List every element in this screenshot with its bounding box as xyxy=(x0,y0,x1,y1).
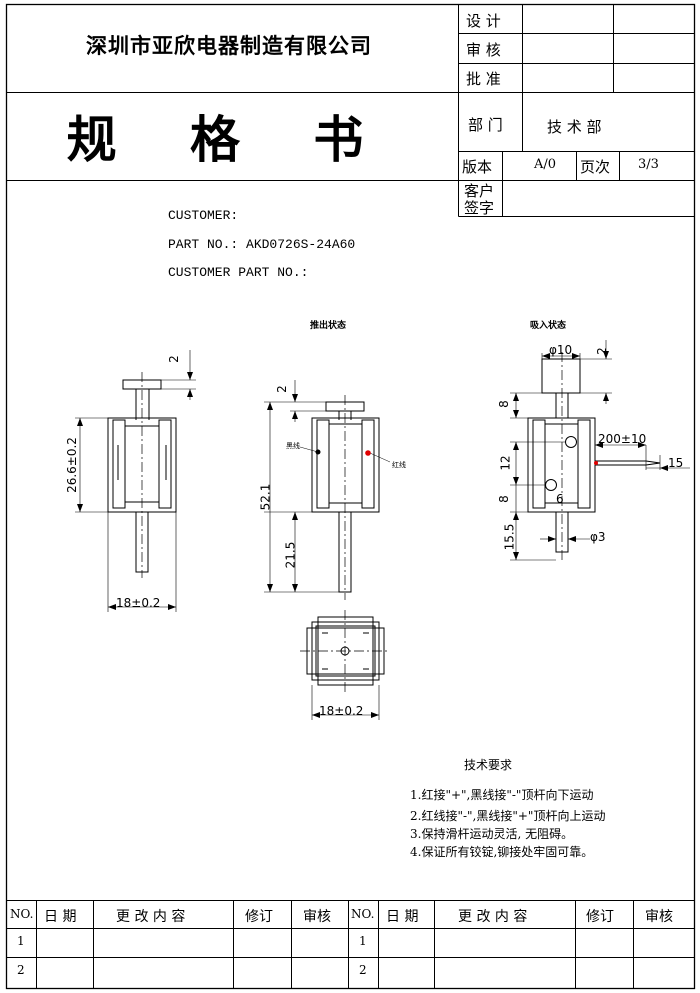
dim-wire-length: 200±10 xyxy=(598,432,647,446)
requirements-title: 技术要求 xyxy=(464,758,513,772)
part-no-line: PART NO.: AKD0726S-24A60 xyxy=(168,237,356,252)
rev-header-review: 审核 xyxy=(303,909,331,925)
requirement-item: 3.保持滑杆运动灵活, 无阻碍。 xyxy=(410,827,574,841)
page-label: 页次 xyxy=(580,158,611,176)
middle-view-arrows xyxy=(267,394,298,592)
dim-right-6: 6 xyxy=(556,492,564,506)
company-name: 深圳市亚欣电器制造有限公司 xyxy=(86,34,372,58)
requirement-item: 1.红接"+",黑线接"-"顶杆向下运动 xyxy=(410,788,594,802)
rev-header-date: 日 期 xyxy=(44,909,77,925)
dim-strip-length: 15 xyxy=(668,456,684,470)
rev-row-1: 1 xyxy=(17,934,25,948)
rev-header-date-2: 日 期 xyxy=(386,909,419,925)
black-wire-label: 黑线 xyxy=(286,442,300,450)
version-label: 版本 xyxy=(462,158,493,176)
dim-right-15-5: 15.5 xyxy=(502,523,517,551)
rev-header-no-2: NO. xyxy=(351,907,375,921)
dim-phi10: φ10 xyxy=(549,343,573,357)
left-view xyxy=(75,350,196,612)
rev-row-2-right: 2 xyxy=(359,963,367,977)
red-wire-label: 红线 xyxy=(392,461,406,469)
dim-mid-total: 52.1 xyxy=(258,483,273,511)
rev-header-review-2: 审核 xyxy=(645,909,673,925)
dim-bottom-width: 18±0.2 xyxy=(319,704,364,718)
rev-header-no: NO. xyxy=(10,907,34,921)
approve-label: 批 准 xyxy=(466,70,501,88)
customer-sign-label-1: 客户 xyxy=(464,182,495,200)
requirement-item: 2.红线接"-",黑线接"+"顶杆向上运动 xyxy=(410,809,606,823)
rev-header-content: 更 改 内 容 xyxy=(116,909,186,925)
version-value: A/0 xyxy=(534,157,557,172)
dim-mid-lower: 21.5 xyxy=(283,541,298,569)
department-label: 部 门 xyxy=(468,116,503,134)
dim-left-2: 2 xyxy=(166,355,181,363)
black-wire-dot xyxy=(315,449,321,455)
dim-right-8-bot: 8 xyxy=(496,495,511,503)
right-view-arrows xyxy=(513,351,668,560)
page-value: 3/3 xyxy=(638,157,659,172)
left-view-arrows xyxy=(77,372,193,610)
rev-header-revise-2: 修订 xyxy=(586,909,614,925)
right-view xyxy=(510,340,690,561)
rev-row-1-right: 1 xyxy=(359,934,367,948)
outer-border xyxy=(5,3,696,990)
bottom-view-arrows xyxy=(312,712,379,718)
dim-right-2: 2 xyxy=(594,347,609,355)
rev-header-content-2: 更 改 内 容 xyxy=(458,909,528,925)
pull-state-label: 吸入状态 xyxy=(530,321,567,331)
document-title: 规 格 书 xyxy=(66,110,392,169)
rev-row-2: 2 xyxy=(17,963,25,977)
dim-right-8-top: 8 xyxy=(496,400,511,408)
customer-line: CUSTOMER: xyxy=(168,208,239,223)
design-label: 设 计 xyxy=(466,12,501,30)
department-value: 技 术 部 xyxy=(547,118,602,136)
red-wire-dot xyxy=(365,450,371,456)
rev-header-revise: 修订 xyxy=(245,909,273,925)
push-state-label: 推出状态 xyxy=(310,321,347,331)
middle-view xyxy=(264,380,391,600)
requirement-item: 4.保证所有铰锭,铆接处牢固可靠。 xyxy=(410,845,594,859)
customer-sign-label-2: 签字 xyxy=(464,199,495,217)
customer-part-no-line: CUSTOMER PART NO.: xyxy=(168,265,309,280)
dim-left-height: 26.6±0.2 xyxy=(64,437,79,493)
red-wire-end xyxy=(594,461,598,465)
dim-right-12: 12 xyxy=(498,455,513,471)
bottom-view xyxy=(300,610,390,720)
dim-left-width: 18±0.2 xyxy=(116,596,161,610)
dim-phi3: φ3 xyxy=(590,530,606,544)
review-label: 审 核 xyxy=(466,41,501,59)
dim-mid-2: 2 xyxy=(274,385,289,393)
